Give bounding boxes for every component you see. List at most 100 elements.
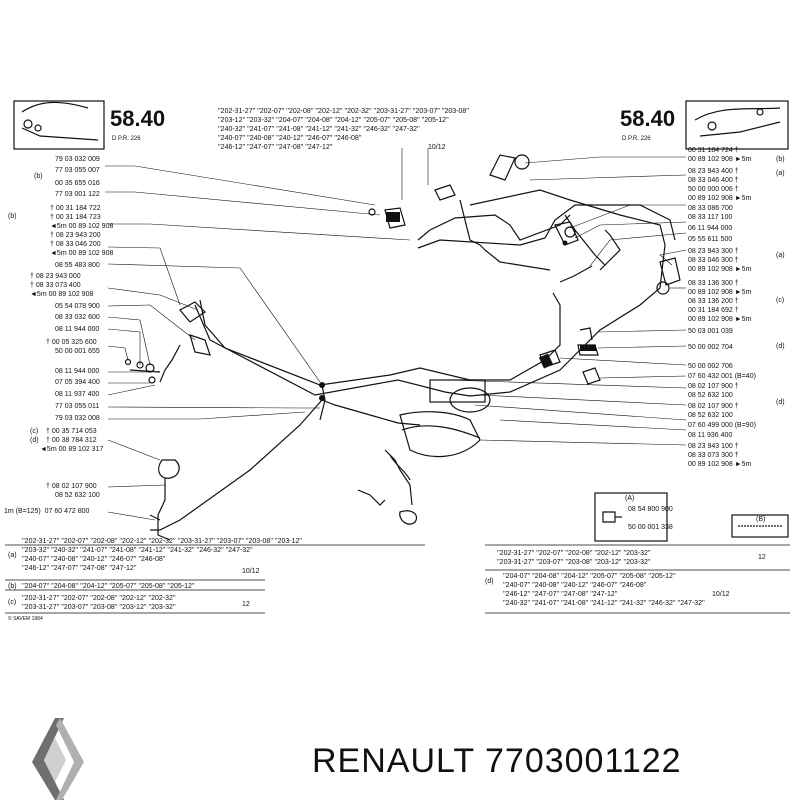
brake-limiter xyxy=(489,154,516,181)
part-number: † 08 33 046 200 xyxy=(50,241,101,248)
table-suffix: 10/12 xyxy=(242,568,260,575)
callout-a-part: 50 00 001 338 xyxy=(628,524,673,531)
part-number: 00 89 102 908 ►5m xyxy=(688,266,752,273)
part-number: ◄5m 00 89 102 908 xyxy=(50,223,114,230)
marker-a-right: (a) xyxy=(776,170,785,177)
part-number: 00 31 184 724 † xyxy=(688,147,739,154)
part-number: 08 11 944 000 xyxy=(55,326,100,333)
part-number: 77 03 055 007 xyxy=(55,167,100,174)
part-number: 08 52 632 100 xyxy=(688,392,733,399)
part-number: 08 33 086 700 xyxy=(688,205,733,212)
part-number: 07 60 432 001 (B=40) xyxy=(688,373,756,380)
part-number: † 08 23 943 000 xyxy=(30,273,81,280)
part-number: 08 02 107 900 † xyxy=(688,383,739,390)
table-row: ''202-31-27'' ''202-07'' ''202-08'' ''20… xyxy=(22,538,303,545)
header-model-row: ''203-12'' ''203-32'' ''204-07'' ''204-0… xyxy=(218,117,449,124)
part-number: 08 55 483 800 xyxy=(55,262,100,269)
part-number: † 08 02 107 900 xyxy=(46,483,97,490)
header-model-row: ''240-32'' ''241-07'' ''241-08'' ''241-1… xyxy=(218,126,420,133)
part-number: 08 33 046 400 † xyxy=(688,177,739,184)
bottom-left-table-a: ''202-31-27'' ''202-07'' ''202-08'' ''20… xyxy=(22,537,302,573)
thumbnail-left-frame xyxy=(13,100,105,150)
part-number: 00 31 184 692 † xyxy=(688,307,739,314)
part-number: ◄5m 00 89 102 908 xyxy=(50,250,114,257)
table-row: ''204-07'' ''204-08'' ''204-12'' ''205-0… xyxy=(22,583,195,590)
part-number: 08 11 944 000 xyxy=(55,368,100,375)
part-number: 08 33 032 600 xyxy=(55,314,100,321)
table-row: ''240-07'' ''240-08'' ''240-12'' ''246-0… xyxy=(22,556,166,563)
table-row: ''240-07'' ''240-08'' ''240-12'' ''246-0… xyxy=(503,582,647,589)
part-number: 08 33 117 100 xyxy=(688,214,733,221)
callout-b-frame xyxy=(731,514,789,538)
part-number: 00 89 102 908 ►5m xyxy=(688,316,752,323)
part-number: 05 54 078 900 xyxy=(55,303,100,310)
table-suffix: 12 xyxy=(242,601,250,608)
marker-d-right: (d) xyxy=(776,343,785,350)
part-number: 77 03 055 011 xyxy=(55,403,100,410)
table-row: ''202-31-27'' ''202-07'' ''202-08'' ''20… xyxy=(22,595,176,602)
table-label-c: (c) xyxy=(8,599,17,606)
table-row: ''246-12'' ''247-07'' ''247-08'' ''247-1… xyxy=(503,591,618,598)
table-row: ''203-32'' ''240-32'' ''241-07'' ''241-0… xyxy=(22,547,253,554)
bottom-right-table-top: ''202-31-27'' ''202-07'' ''202-08'' ''20… xyxy=(497,549,651,567)
marker-b: (b) xyxy=(8,213,17,220)
callout-a-part: 08 54 800 900 xyxy=(628,506,673,513)
table-label-d: (d) xyxy=(485,578,494,585)
page-number-right: 58.40 xyxy=(620,106,676,131)
main-pipe-1 xyxy=(199,292,561,386)
marker-a-right: (a) xyxy=(776,252,785,259)
part-number: 77 03 001 122 xyxy=(55,191,100,198)
renault-diamond-logo xyxy=(32,718,84,800)
marker-c: (c) xyxy=(30,428,39,435)
part-number: 07 60 499 000 (B=90) xyxy=(688,422,756,429)
table-row: ''240-32'' ''241-07'' ''241-08'' ''241-1… xyxy=(503,600,705,607)
page-sub-left: D P.R. 226 xyxy=(112,136,141,142)
part-number: 08 11 936 400 xyxy=(688,432,733,439)
master-cylinder xyxy=(449,387,491,413)
main-pipe-2 xyxy=(194,189,666,397)
table-label-b: (b) xyxy=(8,583,17,590)
callout-b-label: (B) xyxy=(756,516,766,523)
part-number: 08 23 943 300 † xyxy=(688,248,739,255)
page-sub-right: D P.R. 226 xyxy=(622,136,651,142)
part-number: 50 00 002 706 xyxy=(688,363,733,370)
part-number: 08 23 943 100 † xyxy=(688,443,739,450)
marker-b-right: (b) xyxy=(776,156,785,163)
header-suffix: 10/12 xyxy=(428,144,446,151)
part-number: † 00 38 784 312 xyxy=(46,437,97,444)
callout-a-frame xyxy=(594,492,668,542)
part-number: 00 89 102 908 ►5m xyxy=(688,195,752,202)
part-number: 50 03 001 039 xyxy=(688,328,733,335)
part-number: 06 11 944 000 xyxy=(688,225,733,232)
part-number: 00 35 655 016 xyxy=(55,180,100,187)
part-number: 08 33 136 200 † xyxy=(688,298,739,305)
part-number: † 00 31 184 722 xyxy=(50,205,101,212)
part-number: 00 89 102 908 ►5m xyxy=(688,461,752,468)
table-suffix: 10/12 xyxy=(712,591,730,598)
table-row: ''202-31-27'' ''202-07'' ''202-08'' ''20… xyxy=(497,550,651,557)
header-model-row: ''246-12'' ''247-07'' ''247-08'' ''247-1… xyxy=(218,144,333,151)
header-model-row: ''240-07'' ''240-08'' ''240-12'' ''246-0… xyxy=(218,135,362,142)
part-number: ◄5m 00 89 102 317 xyxy=(40,446,104,453)
part-number: 08 23 943 400 † xyxy=(688,168,739,175)
part-number: † 08 23 943 200 xyxy=(50,232,101,239)
marker-d-right: (d) xyxy=(776,399,785,406)
part-number: 1m (B=125) 07 60 472 800 xyxy=(4,508,90,515)
part-number: 50 00 001 655 xyxy=(55,348,100,355)
table-row: ''203-31-27'' ''203-07'' ''203-08'' ''20… xyxy=(22,604,176,611)
wheel-cylinder-right xyxy=(659,257,681,286)
part-number: † 00 35 714 053 xyxy=(46,428,97,435)
part-number: 08 33 136 300 † xyxy=(688,280,739,287)
table-suffix: 12 xyxy=(758,554,766,561)
part-number: † 00 31 184 723 xyxy=(50,214,101,221)
part-number: 79 03 032 008 xyxy=(55,415,100,422)
part-number: 79 03 032 009 xyxy=(55,156,100,163)
part-number: † 08 33 073 400 xyxy=(30,282,81,289)
part-number: 08 33 073 300 † xyxy=(688,452,739,459)
part-number: 07 05 394 400 xyxy=(55,379,100,386)
part-number: 50 00 002 704 xyxy=(688,344,733,351)
pipe-rear-left xyxy=(150,399,323,531)
marker-b: (b) xyxy=(34,173,43,180)
part-number: 08 52 632 100 xyxy=(55,492,100,499)
